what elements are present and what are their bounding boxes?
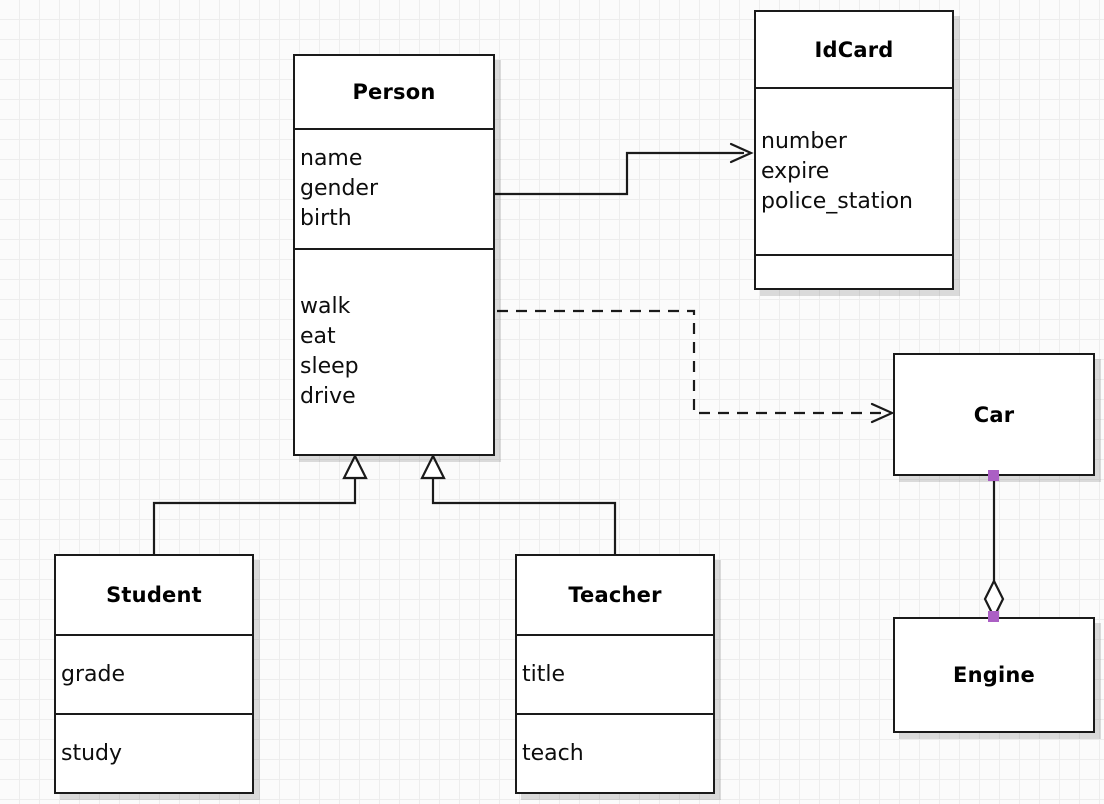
class-name-label: IdCard <box>814 37 894 62</box>
method-item: walk <box>300 294 351 319</box>
class-name-label: Teacher <box>568 583 662 607</box>
attribute-item: gender <box>300 176 378 201</box>
class-box-engine[interactable]: Engine <box>893 617 1095 733</box>
class-methods-student: study <box>56 713 252 792</box>
attribute-item: number <box>761 128 847 154</box>
class-attributes-person: name gender birth <box>295 128 493 248</box>
class-title-engine: Engine <box>895 619 1093 731</box>
attribute-item: name <box>300 146 363 171</box>
attribute-item: grade <box>61 661 125 687</box>
method-item: drive <box>300 384 356 409</box>
method-item: sleep <box>300 354 359 379</box>
method-item: teach <box>522 740 584 766</box>
class-box-idcard[interactable]: IdCard number expire police_station <box>754 10 954 290</box>
attribute-item: police_station <box>761 188 913 214</box>
class-name-label: Car <box>973 402 1015 427</box>
class-attributes-teacher: title <box>517 634 713 713</box>
class-title-idcard: IdCard <box>756 12 952 87</box>
class-title-person: Person <box>295 56 493 128</box>
connector-teacher-person[interactable] <box>420 453 617 554</box>
method-item: study <box>61 740 123 766</box>
connector-person-car[interactable] <box>497 309 895 424</box>
class-attributes-student: grade <box>56 634 252 713</box>
attribute-item: expire <box>761 158 830 184</box>
class-title-car: Car <box>895 355 1093 474</box>
class-methods-idcard <box>756 254 952 292</box>
class-name-label: Student <box>106 583 202 607</box>
class-methods-teacher: teach <box>517 713 713 792</box>
connector-handle-engine-end[interactable] <box>988 611 999 622</box>
class-name-label: Person <box>352 80 436 104</box>
class-methods-person: walk eat sleep drive <box>295 248 493 454</box>
class-attributes-idcard: number expire police_station <box>756 87 952 254</box>
class-box-student[interactable]: Student grade study <box>54 554 254 794</box>
connector-student-person[interactable] <box>152 453 368 554</box>
connector-handle-car-end[interactable] <box>988 470 999 481</box>
attribute-item: title <box>522 661 566 687</box>
class-name-label: Engine <box>953 663 1035 687</box>
connector-person-idcard[interactable] <box>495 142 754 196</box>
connector-car-engine[interactable] <box>983 476 1005 620</box>
class-box-person[interactable]: Person name gender birth walk eat sleep … <box>293 54 495 456</box>
attribute-item: birth <box>300 206 352 231</box>
class-box-car[interactable]: Car <box>893 353 1095 476</box>
class-title-teacher: Teacher <box>517 556 713 634</box>
method-item: eat <box>300 324 336 349</box>
class-box-teacher[interactable]: Teacher title teach <box>515 554 715 794</box>
class-title-student: Student <box>56 556 252 634</box>
